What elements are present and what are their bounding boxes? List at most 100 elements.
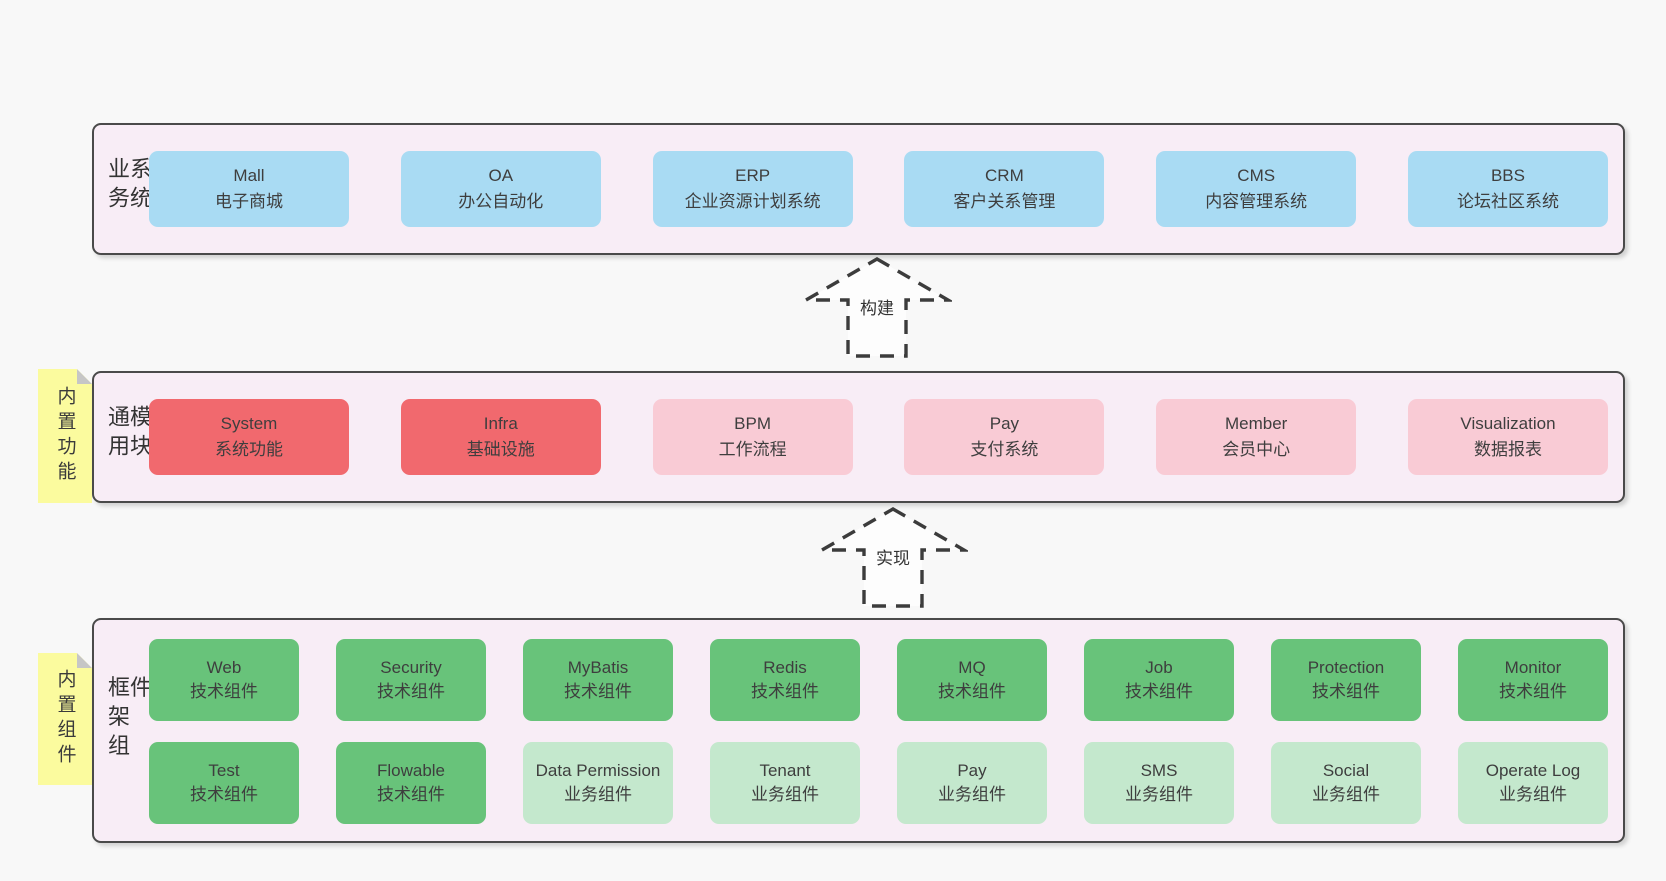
sticky-label: 内置组件 xyxy=(54,669,76,769)
component-box-mybatis: MyBatis 技术组件 xyxy=(523,639,673,721)
box-subtitle: 技术组件 xyxy=(938,682,1006,701)
component-box-sms: SMS 业务组件 xyxy=(1084,742,1234,824)
box-title: Data Permission xyxy=(535,761,661,780)
folded-corner-icon xyxy=(77,653,92,668)
box-subtitle: 技术组件 xyxy=(564,682,632,701)
component-box-flowable: Flowable 技术组件 xyxy=(336,742,486,824)
box-subtitle: 电子商城 xyxy=(215,192,283,211)
box-title: Tenant xyxy=(759,761,811,780)
box-title: Operate Log xyxy=(1485,761,1581,780)
build-arrow: 构建 xyxy=(799,256,955,360)
common-modules-layer: 通用模块 System 系统功能 Infra 基础设施 BPM 工作流程 Pay… xyxy=(92,371,1625,503)
box-title: Visualization xyxy=(1460,414,1556,433)
box-title: BBS xyxy=(1490,166,1525,185)
box-subtitle: 业务组件 xyxy=(1499,785,1567,804)
box-title: MyBatis xyxy=(567,658,629,677)
box-title: System xyxy=(220,414,278,433)
component-box-pay: Pay 业务组件 xyxy=(897,742,1047,824)
module-box-pay: Pay 支付系统 xyxy=(904,399,1105,475)
module-box-infra: Infra 基础设施 xyxy=(400,399,601,475)
box-title: Web xyxy=(206,658,242,677)
box-subtitle: 办公自动化 xyxy=(458,192,544,211)
box-subtitle: 技术组件 xyxy=(377,682,445,701)
business-box-erp: ERP 企业资源计划系统 xyxy=(652,151,853,227)
module-box-bpm: BPM 工作流程 xyxy=(652,399,853,475)
framework-components-layer: 框架组件 Web 技术组件 Security 技术组件 MyBatis 技术组件… xyxy=(92,618,1625,843)
box-title: Pay xyxy=(957,761,987,780)
box-title: Infra xyxy=(483,414,518,433)
component-box-security: Security 技术组件 xyxy=(336,639,486,721)
modules-layer-label: 通用模块 xyxy=(105,405,152,463)
business-box-cms: CMS 内容管理系统 xyxy=(1156,151,1357,227)
box-subtitle: 技术组件 xyxy=(1312,682,1380,701)
component-box-social: Social 业务组件 xyxy=(1271,742,1421,824)
implement-arrow: 实现 xyxy=(815,506,971,610)
box-title: Flowable xyxy=(376,761,446,780)
box-title: Protection xyxy=(1307,658,1385,677)
builtin-features-sticky: 内置功能 xyxy=(38,369,92,503)
box-subtitle: 系统功能 xyxy=(215,440,283,459)
box-title: Monitor xyxy=(1504,658,1562,677)
box-title: Job xyxy=(1145,658,1173,677)
build-arrow-label: 构建 xyxy=(857,294,897,319)
box-title: Security xyxy=(380,658,442,677)
box-subtitle: 基础设施 xyxy=(466,440,535,459)
box-title: OA xyxy=(488,166,514,185)
component-box-tenant: Tenant 业务组件 xyxy=(710,742,860,824)
component-box-mq: MQ 技术组件 xyxy=(897,639,1047,721)
box-title: Pay xyxy=(989,414,1020,433)
module-box-member: Member 会员中心 xyxy=(1156,399,1357,475)
component-box-data-permission: Data Permission 业务组件 xyxy=(523,742,673,824)
business-boxes-row: Mall 电子商城 OA 办公自动化 ERP 企业资源计划系统 CRM 客户关系… xyxy=(149,125,1608,253)
business-box-oa: OA 办公自动化 xyxy=(400,151,601,227)
component-box-protection: Protection 技术组件 xyxy=(1271,639,1421,721)
box-subtitle: 内容管理系统 xyxy=(1205,192,1308,211)
box-subtitle: 客户关系管理 xyxy=(953,192,1056,211)
implement-arrow-label: 实现 xyxy=(873,544,913,569)
box-subtitle: 业务组件 xyxy=(564,785,632,804)
box-title: Mall xyxy=(233,166,265,185)
box-title: MQ xyxy=(958,658,986,677)
box-subtitle: 业务组件 xyxy=(1125,785,1193,804)
component-box-operate-log: Operate Log 业务组件 xyxy=(1458,742,1608,824)
box-subtitle: 技术组件 xyxy=(377,785,445,804)
box-subtitle: 业务组件 xyxy=(1312,785,1380,804)
box-subtitle: 会员中心 xyxy=(1222,440,1291,459)
box-title: Test xyxy=(208,761,240,780)
module-box-system: System 系统功能 xyxy=(149,399,349,475)
modules-boxes-row: System 系统功能 Infra 基础设施 BPM 工作流程 Pay 支付系统… xyxy=(149,373,1608,501)
components-layer-label: 框架组件 xyxy=(105,675,152,763)
box-subtitle: 支付系统 xyxy=(970,440,1039,459)
box-title: Member xyxy=(1225,414,1288,433)
business-layer-label: 业务系统 xyxy=(105,157,152,215)
components-row-2: Test 技术组件 Flowable 技术组件 Data Permission … xyxy=(149,742,1608,824)
builtin-components-sticky: 内置组件 xyxy=(38,653,92,785)
box-subtitle: 工作流程 xyxy=(718,440,787,459)
box-subtitle: 业务组件 xyxy=(751,785,819,804)
box-subtitle: 技术组件 xyxy=(190,682,258,701)
box-title: Redis xyxy=(763,658,807,677)
component-box-test: Test 技术组件 xyxy=(149,742,299,824)
box-title: CRM xyxy=(985,166,1024,185)
folded-corner-icon xyxy=(77,369,92,384)
components-rows: Web 技术组件 Security 技术组件 MyBatis 技术组件 Redi… xyxy=(149,639,1608,824)
box-subtitle: 技术组件 xyxy=(1125,682,1193,701)
business-box-crm: CRM 客户关系管理 xyxy=(904,151,1105,227)
component-box-monitor: Monitor 技术组件 xyxy=(1458,639,1608,721)
component-box-job: Job 技术组件 xyxy=(1084,639,1234,721)
business-box-bbs: BBS 论坛社区系统 xyxy=(1407,151,1608,227)
box-title: ERP xyxy=(735,166,771,185)
components-row-1: Web 技术组件 Security 技术组件 MyBatis 技术组件 Redi… xyxy=(149,639,1608,721)
box-subtitle: 数据报表 xyxy=(1473,440,1542,459)
component-box-web: Web 技术组件 xyxy=(149,639,299,721)
box-title: CMS xyxy=(1237,166,1276,185)
box-title: BPM xyxy=(734,414,772,433)
box-title: SMS xyxy=(1140,761,1178,780)
box-subtitle: 企业资源计划系统 xyxy=(684,192,821,211)
business-systems-layer: 业务系统 Mall 电子商城 OA 办公自动化 ERP 企业资源计划系统 CRM… xyxy=(92,123,1625,255)
box-subtitle: 技术组件 xyxy=(190,785,258,804)
box-title: Social xyxy=(1322,761,1370,780)
module-box-visualization: Visualization 数据报表 xyxy=(1407,399,1608,475)
component-box-redis: Redis 技术组件 xyxy=(710,639,860,721)
